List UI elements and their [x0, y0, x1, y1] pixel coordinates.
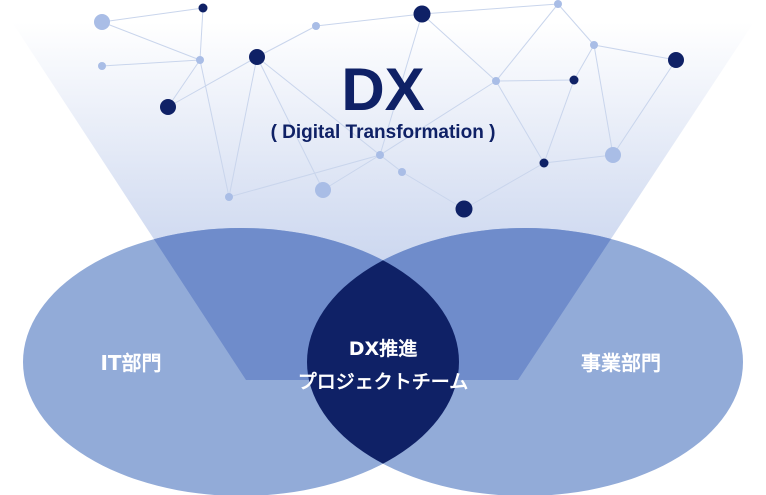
network-nodes	[94, 0, 684, 218]
network-node	[249, 49, 265, 65]
network-node	[198, 3, 208, 13]
network-node	[315, 182, 331, 198]
network-node	[590, 41, 598, 49]
network-node	[605, 147, 621, 163]
network-node	[455, 200, 473, 218]
network-node	[94, 14, 110, 30]
network-node	[398, 168, 406, 176]
network-node	[492, 77, 500, 85]
network-node	[160, 99, 176, 115]
network-node	[98, 62, 106, 70]
network-node	[225, 193, 233, 201]
network-node	[539, 158, 549, 168]
business-department-label: 事業部門	[581, 351, 661, 375]
network-node	[196, 56, 204, 64]
dx-team-label-line2: プロジェクトチーム	[298, 370, 468, 393]
network-lines	[101, 3, 677, 210]
dx-team-label-line1: DX推進	[349, 337, 417, 360]
network-node	[413, 5, 431, 23]
it-department-label: IT部門	[100, 351, 161, 375]
network-node	[668, 52, 684, 68]
network-node	[376, 151, 384, 159]
page-subtitle: ( Digital Transformation )	[271, 122, 496, 143]
page-title: DX	[341, 56, 424, 123]
dx-team-intersection	[307, 228, 459, 495]
network-node	[569, 75, 579, 85]
network-node	[554, 0, 562, 8]
network-node	[312, 22, 320, 30]
